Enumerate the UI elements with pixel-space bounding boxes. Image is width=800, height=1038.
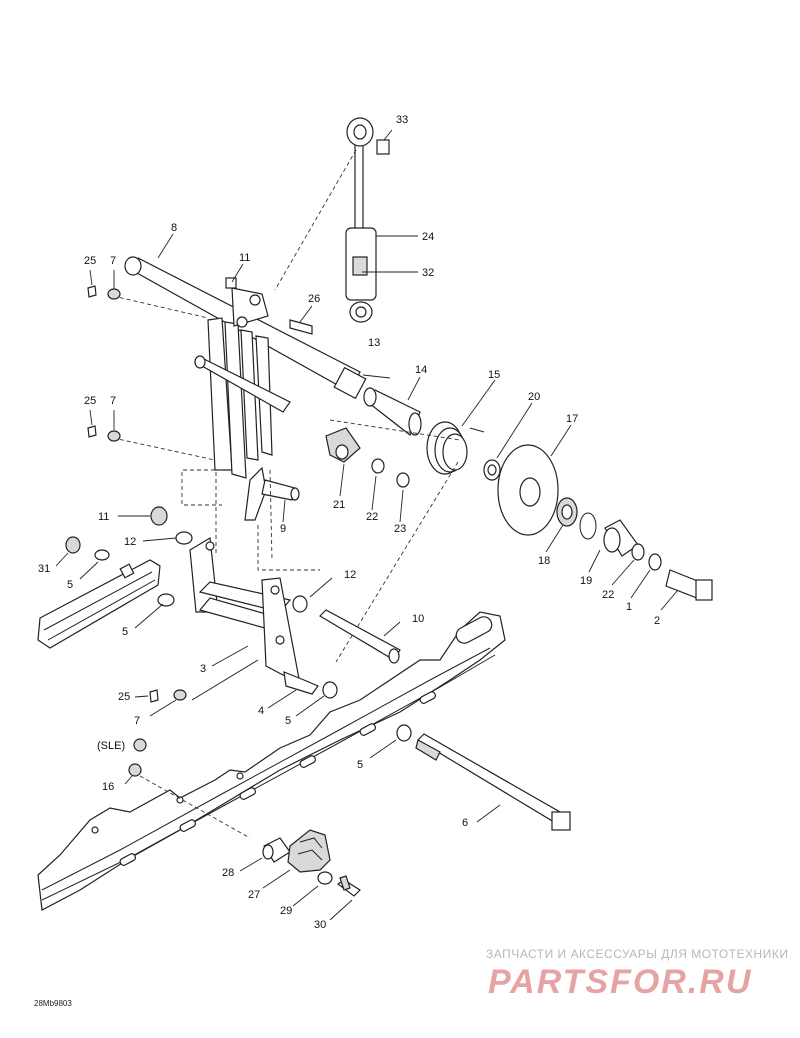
callout-1: 1 (626, 601, 632, 613)
watermark-logo: PARTSFOR.RU (488, 963, 752, 1001)
bolt-nut-set-upper (87, 269, 121, 442)
callout-7-mid: 7 (110, 395, 116, 407)
stopper-assembly (239, 829, 361, 921)
callout-7-low: 7 (134, 715, 140, 727)
callout-22-lower: 22 (602, 589, 614, 601)
wheel-leaders (362, 374, 679, 611)
callout-28: 28 (222, 867, 234, 879)
callout-15: 15 (488, 369, 500, 381)
front-arm-assembly (118, 506, 401, 717)
watermark: ЗАПЧАСТИ И АКСЕССУАРЫ ДЛЯ МОТОТЕХНИКИ PA… (486, 947, 788, 1001)
callout-14: 14 (415, 364, 427, 376)
callout-25-top: 25 (84, 255, 96, 267)
callout-4: 4 (258, 705, 264, 717)
callout-30: 30 (314, 919, 326, 931)
callout-10: 10 (412, 613, 424, 625)
callout-2: 2 (654, 615, 660, 627)
shock-leaders (274, 129, 418, 291)
leader-8 (157, 233, 174, 259)
callout-23: 23 (394, 523, 406, 535)
callout-5-axle: 5 (357, 759, 363, 771)
callout-31: 31 (38, 563, 50, 575)
callout-12-right: 12 (344, 569, 356, 581)
callout-26: 26 (308, 293, 320, 305)
left-hardware (55, 536, 187, 717)
callout-sle: (SLE) (97, 740, 125, 752)
callout-3: 3 (200, 663, 206, 675)
rear-axle-bolt (369, 724, 571, 831)
callout-25-low: 25 (118, 691, 130, 703)
callout-7-top: 7 (110, 255, 116, 267)
idler-wheel-assembly (363, 387, 713, 601)
callout-22-upper: 22 (366, 511, 378, 523)
callout-18: 18 (538, 555, 550, 567)
callout-21: 21 (333, 499, 345, 511)
callout-5-rail: 5 (122, 626, 128, 638)
callout-5-left: 5 (67, 579, 73, 591)
callout-32: 32 (422, 267, 434, 279)
watermark-tagline: ЗАПЧАСТИ И АКСЕССУАРЫ ДЛЯ МОТОТЕХНИКИ (486, 947, 788, 961)
callout-19: 19 (580, 575, 592, 587)
callout-33: 33 (396, 114, 408, 126)
callout-27: 27 (248, 889, 260, 901)
arm-plates (193, 277, 410, 521)
slide-rail (37, 611, 506, 911)
callout-12-left: 12 (124, 536, 136, 548)
callout-29: 29 (280, 905, 292, 917)
callout-25-mid: 25 (84, 395, 96, 407)
plate-leaders (231, 263, 404, 523)
callout-labels: 33 24 32 8 25 7 11 26 13 14 15 20 17 25 … (38, 114, 660, 931)
left-rail-stub (37, 559, 161, 649)
callout-11-mid: 11 (98, 511, 109, 523)
callout-5-arm: 5 (285, 715, 291, 727)
callout-16: 16 (102, 781, 114, 793)
callout-17: 17 (566, 413, 578, 425)
callout-24: 24 (422, 231, 434, 243)
callout-6: 6 (462, 817, 468, 829)
callout-11-top: 11 (239, 252, 250, 264)
callout-8: 8 (171, 222, 177, 234)
callout-20: 20 (528, 391, 540, 403)
callout-9: 9 (280, 523, 286, 535)
drawing-code: 28Mb9803 (34, 999, 72, 1008)
sle-nut (124, 738, 251, 839)
callout-13: 13 (368, 337, 380, 349)
dashed-guides (112, 295, 461, 701)
shock-absorber (345, 117, 390, 323)
